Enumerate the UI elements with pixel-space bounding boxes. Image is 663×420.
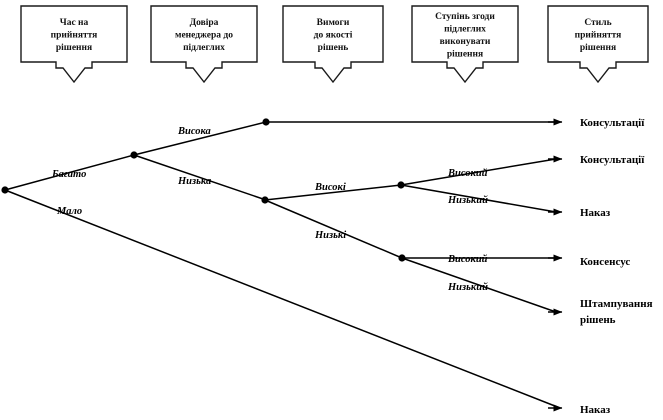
tree-edge-e-trust-nizka [133, 154, 267, 201]
outcome-label-line: Наказ [580, 404, 611, 416]
tree-edge-e-nizki-low [401, 257, 557, 313]
outcome-label-line: Наказ [580, 207, 611, 219]
header-line: Довіра [190, 17, 219, 28]
outcome-out-3: Наказ [580, 207, 611, 219]
outcome-out-2: Консультації [580, 154, 645, 166]
header-box-shape [547, 5, 649, 84]
tree-node-n-low-trust [261, 196, 269, 204]
outcome-label-line: Консенсус [580, 256, 630, 268]
tree-edge-e-nizka-quality [264, 199, 403, 259]
tree-edge-e-trust-visoka [133, 121, 267, 156]
tree-node-root [1, 186, 9, 194]
branch-labels-group: БагатоМалоВисокаНизькаВисокіНизькіВисоки… [51, 126, 488, 293]
branch-label-malo: Мало [56, 206, 82, 217]
tree-node-n-low-quality [398, 254, 406, 262]
header-box-shape [20, 5, 128, 84]
tree-edge-e-nizka-visoki [264, 184, 402, 201]
header-line: менеджера до [175, 31, 233, 41]
header-line: до якості [314, 30, 353, 41]
outcome-out-6: Наказ [580, 404, 611, 416]
tree-edge-e-visoki-high [400, 158, 557, 186]
header-line: рішення [580, 42, 616, 53]
branch-label-nizka: Низька [177, 176, 211, 187]
tree-edge-e-root-bagato [4, 154, 135, 191]
branch-label-bagato: Багато [51, 169, 86, 180]
tree-edges-group [4, 121, 561, 409]
tree-node-n-high-quality [397, 181, 405, 189]
outcome-out-1: Консультації [580, 117, 645, 129]
header-line: виконувати [440, 37, 491, 47]
outcome-label-line: рішень [580, 314, 616, 326]
branch-label-visoki: Високі [314, 182, 346, 193]
outcome-out-5: Штампування рішень [580, 298, 653, 326]
header-line: підлеглих [444, 23, 486, 34]
branch-label-visoka: Висока [177, 126, 211, 137]
header-line: рішення [447, 48, 483, 59]
outcome-label-line: Консультації [580, 117, 645, 129]
branch-label-visokiy-2: Високий [447, 254, 488, 265]
header-line: прийняття [51, 30, 98, 41]
branch-label-nizkiy-2: Низький [447, 282, 488, 293]
header-box-shape [150, 5, 258, 84]
tree-edge-e-root-malo [4, 189, 561, 409]
branch-label-nizki: Низькі [314, 230, 346, 241]
outcome-arrows-group [548, 118, 563, 412]
branch-label-visokiy-1: Високий [447, 168, 488, 179]
outcome-label-line: Штампування [580, 298, 653, 310]
header-line: прийняття [575, 30, 622, 41]
header-line: Стиль [584, 18, 611, 28]
branch-label-nizkiy-1: Низький [447, 195, 488, 206]
header-line: Вимоги [317, 18, 350, 28]
header-line: рішення [56, 42, 92, 53]
header-box-shape [411, 5, 519, 84]
header-box-shape [282, 5, 384, 84]
tree-edge-e-visoki-low [400, 184, 557, 213]
tree-node-n-trust [130, 151, 138, 159]
outcome-labels-group: КонсультаціїКонсультаціїНаказКонсенсусШт… [580, 117, 653, 416]
outcome-out-4: Консенсус [580, 256, 630, 268]
header-line: Час на [60, 18, 89, 28]
tree-nodes-group [1, 118, 406, 262]
header-line: підлеглих [183, 42, 225, 53]
tree-node-n-high-trust [262, 118, 270, 126]
header-line: рішень [318, 42, 349, 53]
outcome-label-line: Консультації [580, 154, 645, 166]
header-line: Ступінь згоди [435, 11, 495, 22]
